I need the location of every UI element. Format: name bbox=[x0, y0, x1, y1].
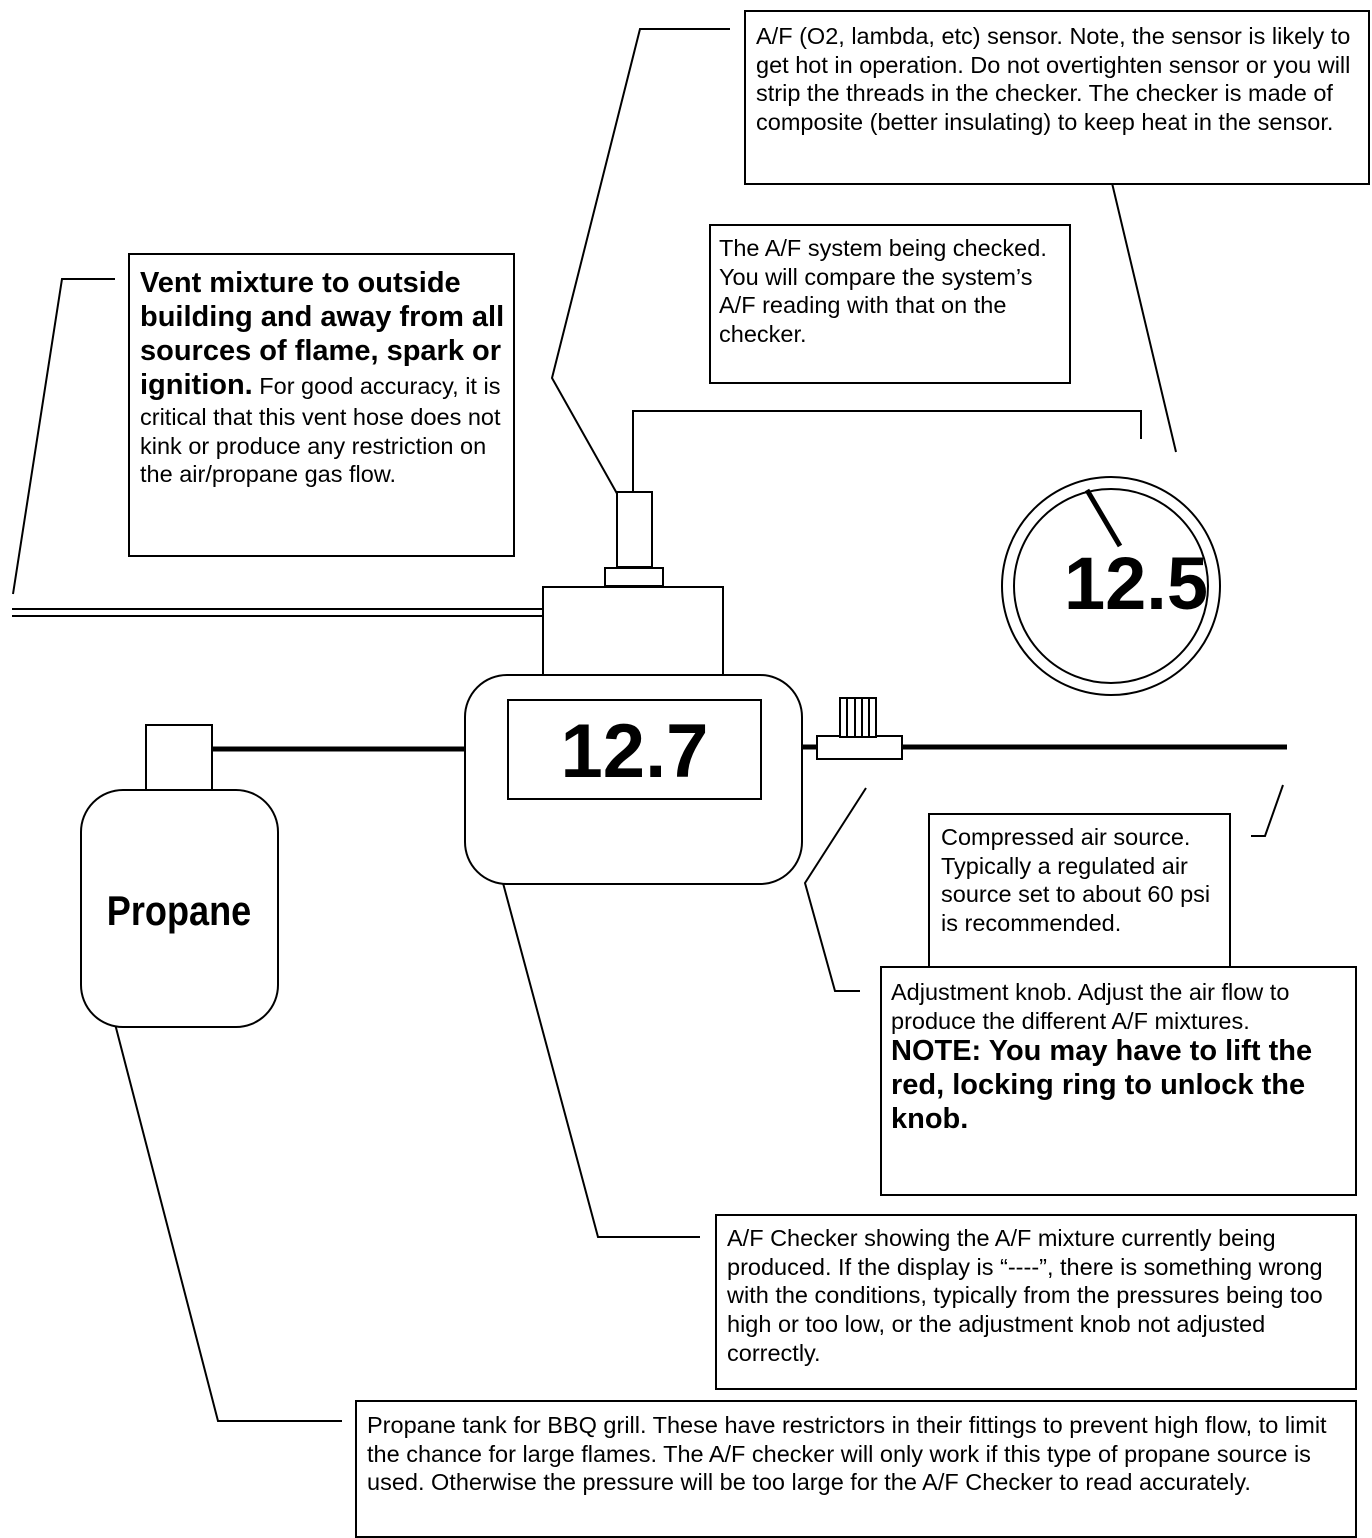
air-source-callout: Compressed air source. Typically a regul… bbox=[928, 813, 1231, 970]
gauge-reading: 12.5 bbox=[1063, 542, 1209, 625]
propane-tank-valve bbox=[145, 724, 213, 791]
knob-note: NOTE: You may have to lift the red, lock… bbox=[891, 1035, 1313, 1136]
checker-fitting-block bbox=[542, 586, 724, 677]
propane-leader-line bbox=[106, 992, 342, 1422]
sensor-wire bbox=[632, 410, 1142, 492]
propane-tank-label: Propane bbox=[106, 887, 252, 934]
checker-callout: A/F Checker showing the A/F mixture curr… bbox=[715, 1214, 1357, 1390]
gauge-needle bbox=[1084, 488, 1123, 548]
sensor-nut bbox=[604, 567, 664, 587]
sensor-leader-line bbox=[550, 28, 730, 523]
knob-valve-body bbox=[816, 735, 903, 760]
checker-leader-line bbox=[491, 841, 700, 1238]
adjustment-knob bbox=[839, 697, 877, 738]
sensor-callout: A/F (O2, lambda, etc) sensor. Note, the … bbox=[744, 10, 1370, 185]
propane-callout: Propane tank for BBQ grill. These have r… bbox=[355, 1400, 1357, 1538]
gauge-inner-ring bbox=[1013, 488, 1209, 684]
vent-callout: Vent mixture to outside building and awa… bbox=[128, 253, 515, 557]
vent-leader-line bbox=[12, 278, 115, 595]
checker-display-reading: 12.7 bbox=[560, 709, 709, 794]
propane-tank bbox=[80, 789, 279, 1028]
sensor-body bbox=[616, 491, 653, 568]
knob-callout: Adjustment knob. Adjust the air flow to … bbox=[880, 966, 1357, 1196]
checker-display bbox=[507, 699, 762, 800]
system-callout: The A/F system being checked. You will c… bbox=[709, 224, 1071, 384]
vent-warning: Vent mixture to outside building and awa… bbox=[140, 267, 505, 401]
knob-leader-line bbox=[803, 787, 867, 992]
air-leader-line bbox=[1251, 784, 1284, 837]
